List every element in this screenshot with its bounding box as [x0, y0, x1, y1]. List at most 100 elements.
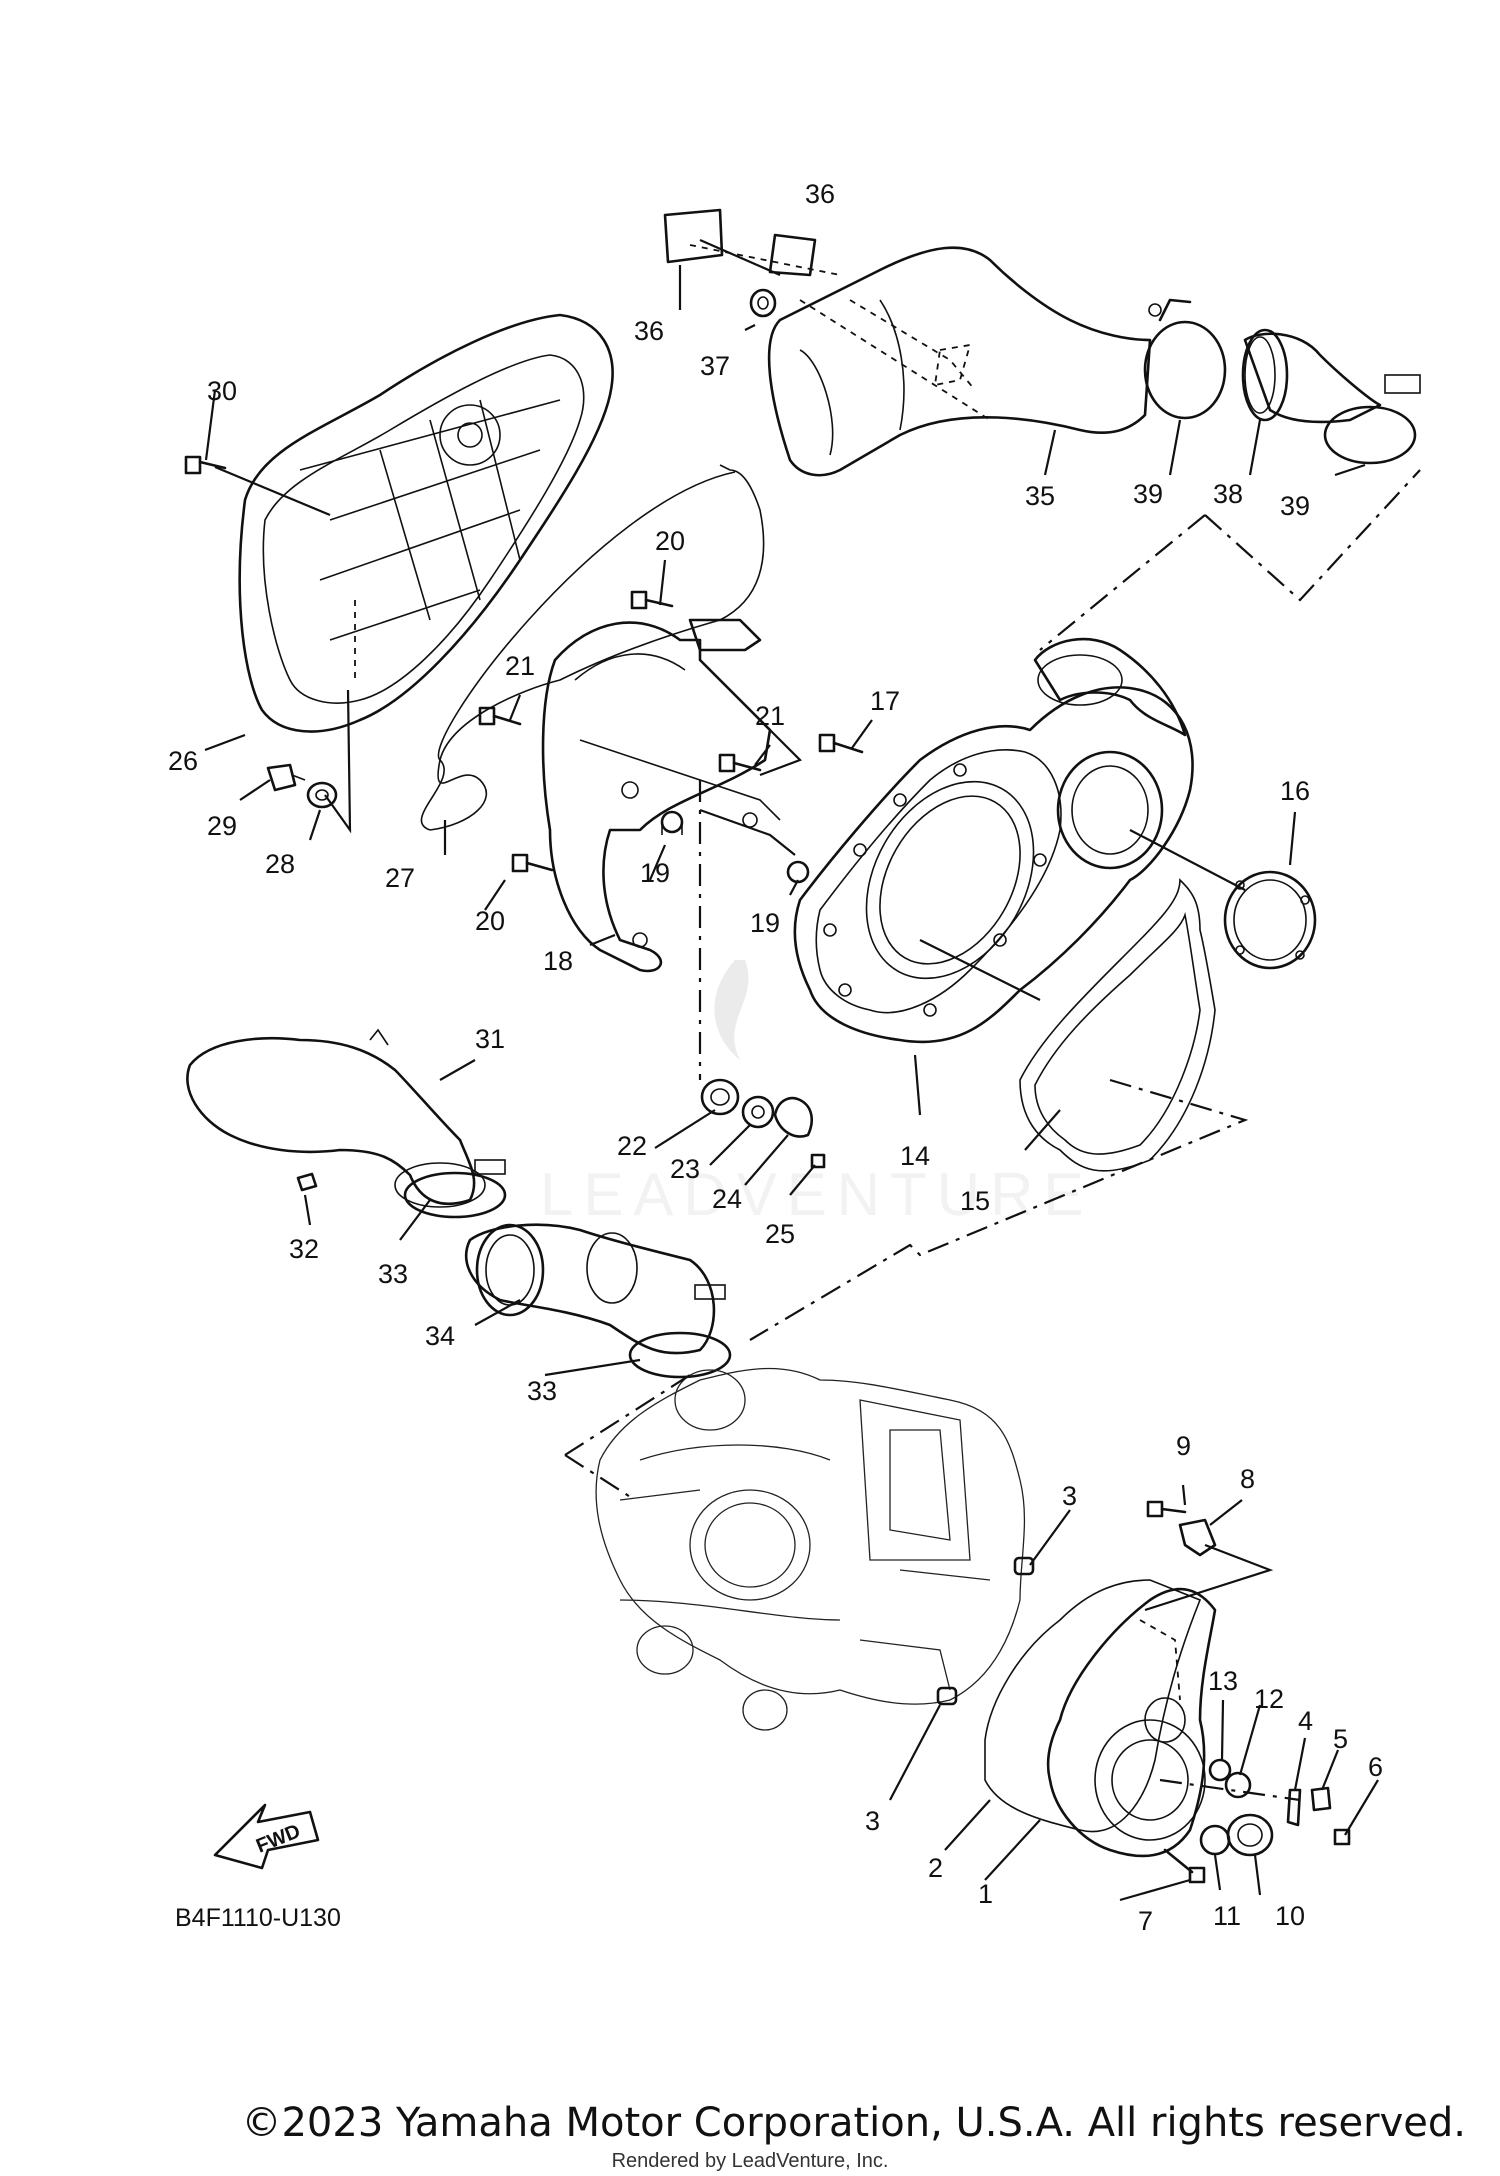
fwd-arrow-icon: FWD — [213, 1803, 320, 1870]
callout-2: 2 — [928, 1853, 943, 1883]
diagram-code: B4F1110-U130 — [175, 1904, 341, 1932]
plate-24[interactable] — [773, 1096, 814, 1138]
callout-leads-middle — [484, 559, 802, 1080]
clip-5[interactable] — [1310, 1786, 1332, 1812]
damper-28[interactable] — [306, 781, 338, 809]
callout-leads-bearing — [654, 1109, 816, 1196]
crankcase-cover-26[interactable] — [238, 313, 614, 733]
callout-25: 25 — [765, 1219, 795, 1249]
callout-27: 27 — [385, 863, 415, 893]
o-ring-11[interactable] — [1199, 1824, 1231, 1856]
grommet-37[interactable] — [749, 288, 777, 318]
callout-20b: 20 — [475, 906, 505, 936]
bracket-18[interactable] — [541, 618, 781, 973]
clip-32[interactable] — [296, 1172, 318, 1192]
callout-38: 38 — [1213, 479, 1243, 509]
collar-19b[interactable] — [786, 860, 810, 884]
plug-12[interactable] — [1224, 1771, 1252, 1799]
callout-leads-engine — [564, 1374, 691, 1501]
seal-23[interactable] — [741, 1095, 775, 1129]
bolt-21a[interactable] — [478, 706, 522, 726]
callout-36b: 36 — [634, 316, 664, 346]
callout-32: 32 — [289, 1234, 319, 1264]
cover-14[interactable] — [793, 637, 1194, 1044]
callout-18: 18 — [543, 946, 573, 976]
duct-31[interactable] — [186, 1028, 486, 1208]
callout-20a: 20 — [655, 526, 685, 556]
bolt-21b[interactable] — [718, 753, 762, 773]
bolt-7[interactable] — [1163, 1848, 1206, 1884]
callout-7: 7 — [1138, 1906, 1153, 1936]
gasket-15[interactable] — [1019, 878, 1216, 1172]
callout-15: 15 — [960, 1186, 990, 1216]
dowel-3a[interactable] — [1013, 1556, 1035, 1576]
clamp-33a[interactable] — [403, 1159, 507, 1219]
callout-33b: 33 — [527, 1376, 557, 1406]
callout-23: 23 — [670, 1154, 700, 1184]
callout-8: 8 — [1240, 1464, 1255, 1494]
dowel-3b[interactable] — [936, 1686, 958, 1706]
callout-leads-bottom — [889, 1484, 1379, 1902]
callout-19b: 19 — [750, 908, 780, 938]
gasket-16[interactable] — [1223, 870, 1317, 970]
collar-19a[interactable] — [660, 810, 684, 835]
joint-38[interactable] — [1241, 328, 1382, 424]
bolt-30[interactable] — [184, 455, 227, 475]
callout-33a: 33 — [378, 1259, 408, 1289]
callout-24: 24 — [712, 1184, 742, 1214]
callout-21b: 21 — [755, 701, 785, 731]
bearing-22[interactable] — [700, 1078, 740, 1116]
screw-25[interactable] — [810, 1153, 826, 1169]
callout-36a: 36 — [805, 179, 835, 209]
bracket-4[interactable] — [1286, 1788, 1302, 1827]
plug-10[interactable] — [1226, 1813, 1274, 1857]
callout-35: 35 — [1025, 481, 1055, 511]
air-duct-35[interactable] — [767, 246, 1152, 477]
callout-13: 13 — [1208, 1666, 1238, 1696]
callout-39b: 39 — [1280, 491, 1310, 521]
bolt-9[interactable] — [1146, 1500, 1187, 1518]
pad-36b[interactable] — [768, 233, 817, 277]
bolt-6[interactable] — [1333, 1828, 1351, 1846]
gasket-27[interactable] — [420, 464, 765, 831]
callout-leads-duct — [303, 1059, 641, 1377]
callout-16: 16 — [1280, 776, 1310, 806]
clamp-39a[interactable] — [1143, 298, 1227, 420]
callout-19a: 19 — [640, 858, 670, 888]
callout-37: 37 — [700, 351, 730, 381]
rendered-by-note: Rendered by LeadVenture, Inc. — [611, 2150, 889, 2172]
callout-10: 10 — [1275, 1901, 1305, 1931]
leadventure-watermark: LEADVENTURE — [540, 1161, 1093, 1228]
callout-3b: 3 — [865, 1806, 880, 1836]
callout-leads-top — [678, 238, 1421, 651]
callout-17: 17 — [870, 686, 900, 716]
callout-26: 26 — [168, 746, 198, 776]
callout-11: 11 — [1213, 1901, 1241, 1931]
callout-22: 22 — [617, 1131, 647, 1161]
clip-29[interactable] — [266, 763, 306, 792]
callout-29: 29 — [207, 811, 237, 841]
gasket-2[interactable] — [984, 1579, 1202, 1833]
callout-31: 31 — [475, 1024, 505, 1054]
callout-9: 9 — [1176, 1431, 1191, 1461]
callout-39a: 39 — [1133, 479, 1163, 509]
callout-6: 6 — [1368, 1752, 1383, 1782]
o-ring-13[interactable] — [1208, 1758, 1232, 1782]
clamp-39b[interactable] — [1323, 374, 1421, 465]
flame-logo-watermark — [714, 960, 749, 1060]
callout-4: 4 — [1298, 1706, 1313, 1736]
callout-12: 12 — [1254, 1684, 1284, 1714]
copyright-notice: ©2023 Yamaha Motor Corporation, U.S.A. A… — [241, 2100, 1466, 2146]
callout-34: 34 — [425, 1321, 455, 1351]
clamp-33b[interactable] — [628, 1284, 732, 1379]
bolt-20a[interactable] — [630, 590, 674, 610]
plate-8[interactable] — [1178, 1518, 1217, 1557]
callout-28: 28 — [265, 849, 295, 879]
bolt-20b[interactable] — [511, 853, 554, 873]
side-cover-1[interactable] — [1046, 1587, 1217, 1858]
bolt-17[interactable] — [818, 733, 864, 754]
pad-36a[interactable] — [663, 208, 724, 264]
callout-leads-left — [204, 389, 447, 855]
